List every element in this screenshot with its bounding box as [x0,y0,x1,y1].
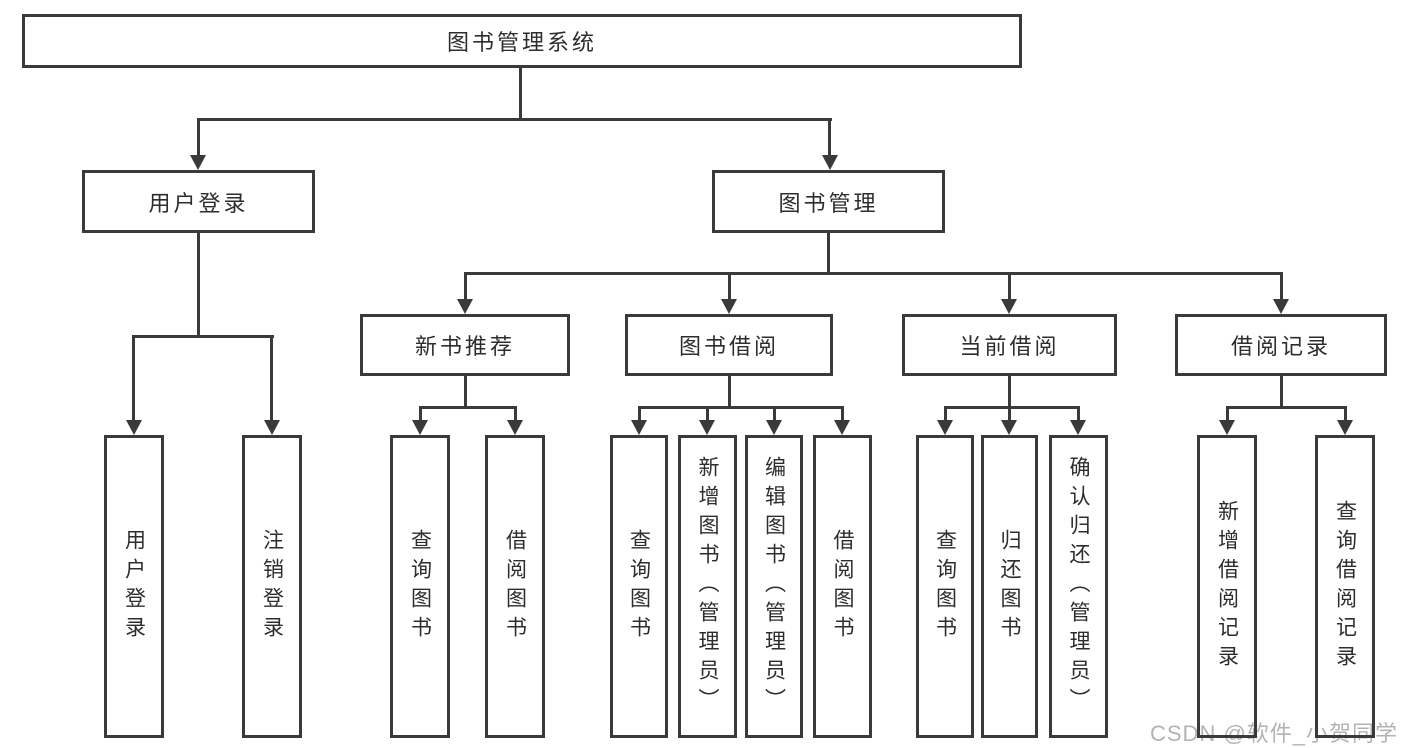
connector-hline [1226,406,1347,409]
connector-vline [728,376,731,408]
leaf-return-book: 归还图书 [981,435,1038,738]
arrow-down-icon [126,420,142,435]
connector-vline [1008,376,1011,408]
connector-stem [944,406,947,422]
arrow-down-icon [631,420,647,435]
connector-stem [1344,406,1347,422]
connector-vline [519,68,522,121]
arrow-down-icon [1219,420,1235,435]
connector-hline [419,406,517,409]
arrow-down-icon [721,299,737,314]
arrow-down-icon [766,420,782,435]
node-current-borrow: 当前借阅 [902,314,1117,376]
connector-stem [1008,406,1011,422]
connector-stem [514,406,517,422]
connector-stem [728,272,731,301]
connector-stem [773,406,776,422]
connector-stem [841,406,844,422]
connector-stem [270,335,273,421]
connector-vline [197,233,200,337]
arrow-down-icon [190,155,206,170]
node-book-management: 图书管理 [712,170,945,233]
leaf-query-books-recommend: 查询图书 [390,435,450,738]
arrow-down-icon [457,299,473,314]
connector-stem [638,406,641,422]
connector-stem [1226,406,1229,422]
connector-vline [1280,376,1283,408]
connector-stem [828,118,831,157]
leaf-borrow-books-recommend: 借阅图书 [485,435,545,738]
leaf-query-books-borrow: 查询图书 [610,435,668,738]
arrow-down-icon [1070,420,1086,435]
leaf-logout: 注销登录 [242,435,302,738]
connector-stem [1008,272,1011,301]
arrow-down-icon [507,420,523,435]
arrow-down-icon [412,420,428,435]
arrow-down-icon [937,420,953,435]
arrow-down-icon [1001,420,1017,435]
arrow-down-icon [1001,299,1017,314]
connector-stem [197,118,200,157]
connector-hline [197,118,832,121]
leaf-confirm-return-admin: 确认归还（管理员） [1049,435,1108,738]
arrow-down-icon [822,155,838,170]
node-book-borrow: 图书借阅 [625,314,833,376]
node-root: 图书管理系统 [22,14,1022,68]
arrow-down-icon [834,420,850,435]
connector-hline [638,406,844,409]
connector-hline [133,335,274,338]
connector-stem [419,406,422,422]
leaf-query-borrow-record: 查询借阅记录 [1315,435,1375,738]
node-user-login: 用户登录 [82,170,315,233]
connector-vline [827,233,830,274]
node-new-book-recommend: 新书推荐 [360,314,570,376]
arrow-down-icon [1337,420,1353,435]
connector-stem [1280,272,1283,301]
node-borrow-records: 借阅记录 [1175,314,1387,376]
connector-stem [1077,406,1080,422]
leaf-add-book-admin: 新增图书（管理员） [678,435,737,738]
leaf-user-login: 用户登录 [104,435,164,738]
leaf-query-books-current: 查询图书 [916,435,974,738]
arrow-down-icon [699,420,715,435]
leaf-add-borrow-record: 新增借阅记录 [1197,435,1257,738]
connector-hline [465,272,1283,275]
connector-stem [132,335,135,421]
connector-stem [706,406,709,422]
leaf-borrow-books: 借阅图书 [813,435,872,738]
leaf-edit-book-admin: 编辑图书（管理员） [745,435,803,738]
csdn-watermark: CSDN @软件_小贺同学 [1150,721,1399,746]
arrow-down-icon [1273,299,1289,314]
connector-hline [944,406,1080,409]
arrow-down-icon [264,420,280,435]
connector-vline [464,376,467,408]
connector-stem [464,272,467,301]
